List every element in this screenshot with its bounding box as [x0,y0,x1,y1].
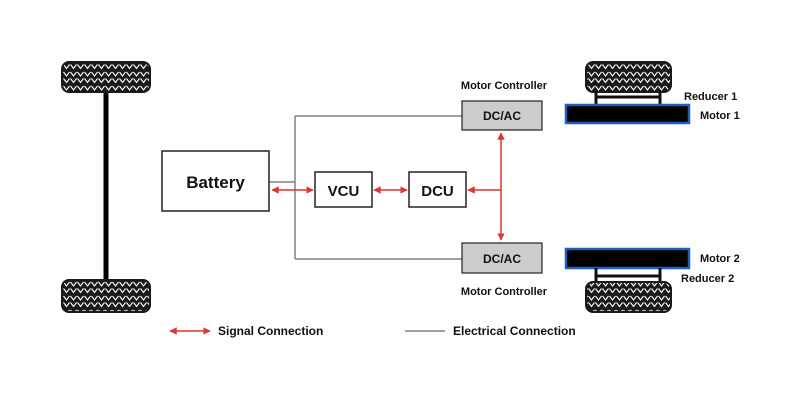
dcu-label: DCU [421,183,454,200]
signal-connections [271,132,505,241]
motor-1-block [564,103,691,125]
legend: Signal Connection Electrical Connection [169,324,576,338]
dcu-block [408,171,467,208]
tire-front-left [61,61,151,93]
tire-rear-left [61,279,151,313]
motor-2-label: Motor 2 [700,253,740,265]
motor-1-label: Motor 1 [700,110,740,122]
vcu-block [314,171,373,208]
inverter-2-block [461,242,543,274]
reducer-1-label: Reducer 1 [684,91,737,103]
inverter-2-label: DC/AC [483,252,521,266]
motor-controller-1-label: Motor Controller [461,80,548,92]
vcu-label: VCU [328,183,360,200]
battery-label: Battery [186,173,245,192]
legend-signal-label: Signal Connection [218,324,323,338]
battery-block [161,150,270,212]
inverter-1-label: DC/AC [483,109,521,123]
legend-electrical-label: Electrical Connection [453,324,576,338]
motor-2-block [564,247,691,270]
tire-rear-right [585,281,672,313]
motor-controller-2-label: Motor Controller [461,286,548,298]
tire-front-right [585,61,672,93]
inverter-1-block [461,100,543,131]
reducer-2-label: Reducer 2 [681,273,734,285]
